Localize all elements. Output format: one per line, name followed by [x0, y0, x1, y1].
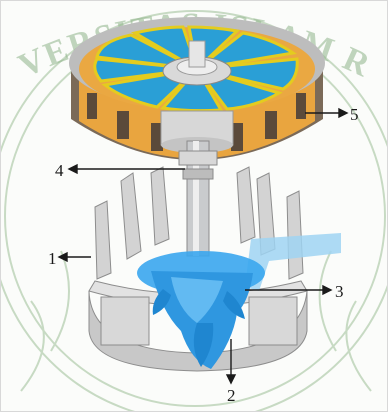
- callout-label-2: 2: [227, 387, 236, 404]
- turbine-shaft: [179, 141, 217, 256]
- generator-assembly: [69, 17, 325, 160]
- callout-label-4: 4: [55, 162, 64, 179]
- callout-label-3: 3: [335, 283, 344, 300]
- callout-label-5: 5: [350, 106, 359, 123]
- callout-label-1: 1: [48, 250, 57, 267]
